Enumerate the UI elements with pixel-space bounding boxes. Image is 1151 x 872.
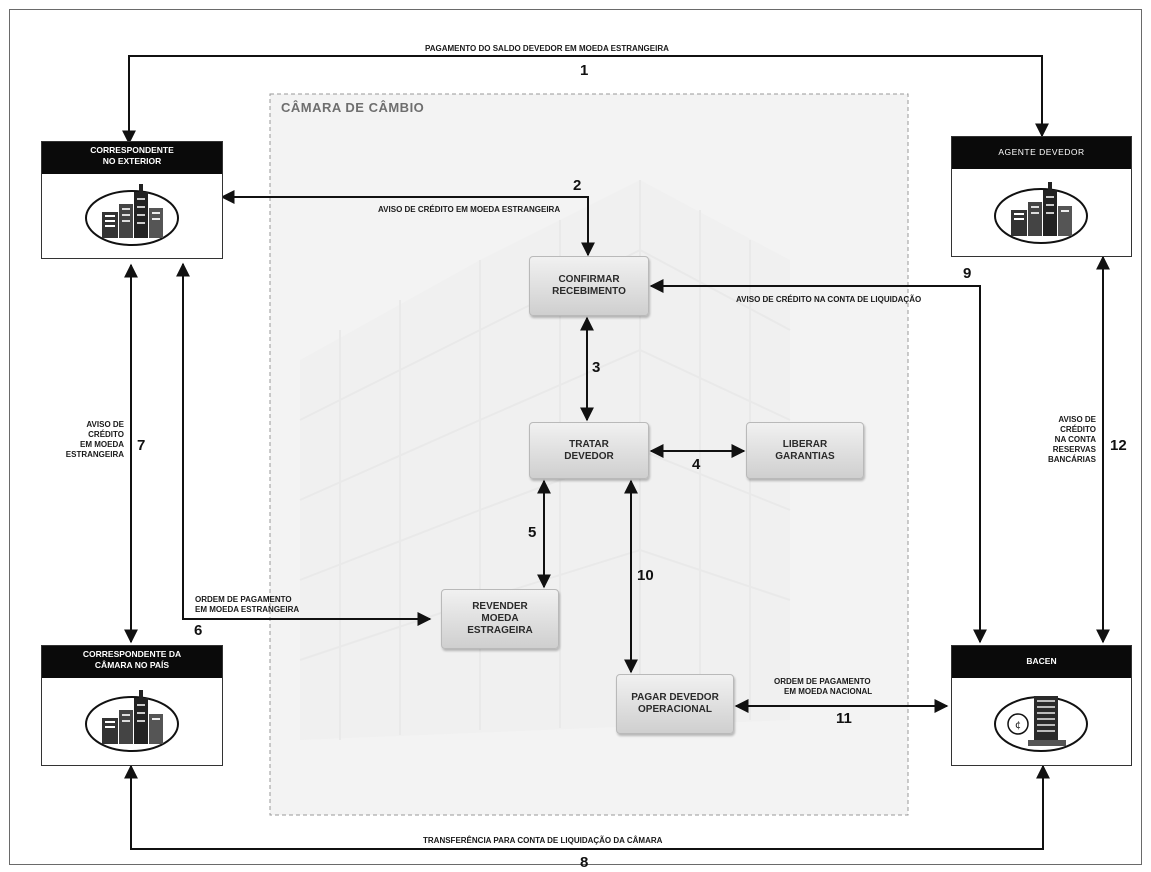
process-revender-moeda: REVENDER MOEDA ESTRAGEIRA [441,589,559,649]
flow-10-number: 10 [637,567,654,584]
process-liberar-garantias: LIBERAR GARANTIAS [746,422,864,479]
flow-7-label-line4: ESTRANGEIRA [65,450,124,459]
flow-12-label-line1: AVISO DE [1058,415,1096,424]
flow-12-label-line2: CRÉDITO [1060,425,1096,434]
flow-11-label-line2: EM MOEDA NACIONAL [784,687,873,696]
flow-2-label: AVISO DE CRÉDITO EM MOEDA ESTRANGEIRA [378,205,561,214]
flow-1-number: 1 [580,62,589,79]
process-confirmar-recebimento: CONFIRMAR RECEBIMENTO [529,256,649,316]
entity-header: AGENTE DEVEDOR [952,137,1131,169]
entity-agente-devedor: AGENTE DEVEDOR [951,136,1132,257]
entity-header: BACEN [952,646,1131,678]
flow-8-label: TRANSFERÊNCIA PARA CONTA DE LIQUIDAÇÃO D… [423,836,663,845]
entity-header: CORRESPONDENTE NO EXTERIOR [42,142,222,174]
flow-1-label: PAGAMENTO DO SALDO DEVEDOR EM MOEDA ESTR… [425,44,669,53]
flow-6-label-line1: ORDEM DE PAGAMENTO [195,595,292,604]
flow-1-arrow [122,55,1049,145]
flow-9-arrow [649,279,987,644]
flow-11-number: 11 [836,710,852,727]
flow-12-label-line4: RESERVAS [1052,445,1096,454]
city-buildings-icon [85,184,179,246]
flow-2-arrow [220,190,595,257]
flow-3-number: 3 [592,359,601,376]
flow-9-label: AVISO DE CRÉDITO NA CONTA DE LIQUIDAÇÃO [736,295,922,304]
flow-9-number: 9 [963,265,972,282]
process-tratar-devedor: TRATAR DEVEDOR [529,422,649,479]
svg-text:¢: ¢ [1015,720,1021,731]
entity-header: CORRESPONDENTE DA CÂMARA NO PAÍS [42,646,222,678]
flow-11-label-line1: ORDEM DE PAGAMENTO [774,677,871,686]
diagram-frame [9,9,1142,865]
flow-12-label-line5: BANCÁRIAS [1048,455,1096,464]
flow-7-label-line2: CRÉDITO [88,430,124,439]
process-pagar-devedor: PAGAR DEVEDOR OPERACIONAL [616,674,734,734]
flow-2-number: 2 [573,177,582,194]
flow-6-label-line2: EM MOEDA ESTRANGEIRA [195,605,300,614]
chamber-title: CÂMARA DE CÂMBIO [281,100,425,115]
flow-8-number: 8 [580,854,589,871]
flow-5-number: 5 [528,524,537,541]
flow-7-number: 7 [137,437,146,454]
city-buildings-icon [85,690,179,752]
flow-7-label-line1: AVISO DE [86,420,124,429]
flow-8-arrow [124,764,1050,850]
flow-12-number: 12 [1110,437,1127,454]
flow-6-number: 6 [194,622,203,639]
flow-4-number: 4 [692,456,701,473]
bacen-building-icon: ¢ [994,696,1088,752]
flow-12-label-line3: NA CONTA [1054,435,1096,444]
entity-correspondente-exterior: CORRESPONDENTE NO EXTERIOR [41,141,223,259]
flow-6-arrow [176,262,432,626]
flow-7-label-line3: EM MOEDA [80,440,124,449]
entity-bacen: BACEN ¢ [951,645,1132,766]
city-buildings-icon [994,182,1088,244]
entity-correspondente-pais: CORRESPONDENTE DA CÂMARA NO PAÍS [41,645,223,766]
